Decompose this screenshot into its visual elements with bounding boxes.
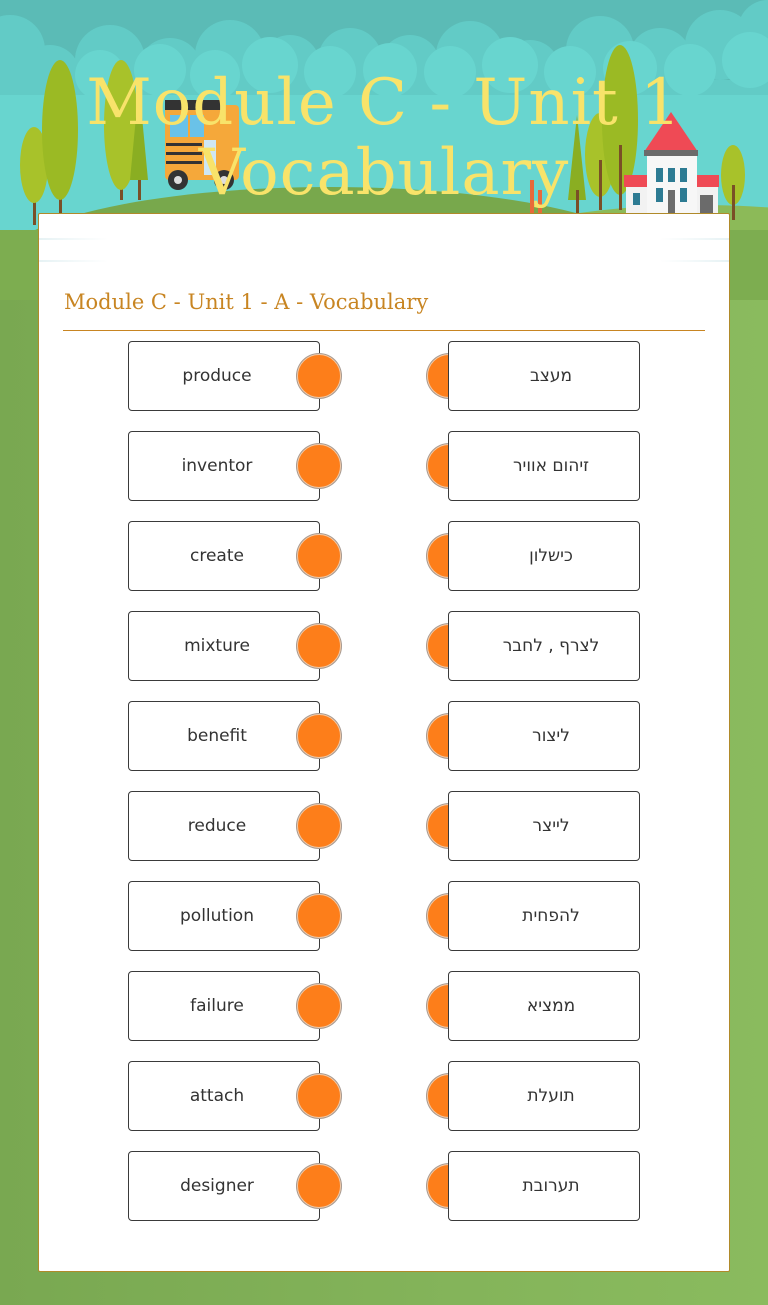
left-term-box[interactable]: inventor <box>128 431 320 501</box>
left-term-label: reduce <box>187 816 247 836</box>
right-term-box[interactable]: כישלון <box>448 521 640 591</box>
right-term-box[interactable]: לייצר <box>448 791 640 861</box>
left-term-label: pollution <box>180 906 254 926</box>
decorative-line <box>39 238 729 240</box>
decorative-line <box>39 260 729 262</box>
left-term-box[interactable]: benefit <box>128 701 320 771</box>
match-row: designer תערובת <box>39 1151 729 1221</box>
match-row: pollution להפחית <box>39 881 729 951</box>
page-title-line-2: Vocabulary <box>198 136 570 210</box>
left-term-box[interactable]: mixture <box>128 611 320 681</box>
match-row: reduce לייצר <box>39 791 729 861</box>
right-term-box[interactable]: ליצור <box>448 701 640 771</box>
right-term-label: זיהום אוויר <box>512 456 590 476</box>
left-term-box[interactable]: pollution <box>128 881 320 951</box>
match-row: failure ממציא <box>39 971 729 1041</box>
left-term-box[interactable]: failure <box>128 971 320 1041</box>
left-connector-dot[interactable] <box>297 984 341 1028</box>
left-term-box[interactable]: designer <box>128 1151 320 1221</box>
page-title-line-1: Module C - Unit 1 <box>86 66 682 140</box>
left-term-box[interactable]: create <box>128 521 320 591</box>
match-row: inventor זיהום אוויר <box>39 431 729 501</box>
left-term-label: inventor <box>181 456 253 476</box>
left-term-label: benefit <box>187 726 247 746</box>
left-term-box[interactable]: produce <box>128 341 320 411</box>
left-connector-dot[interactable] <box>297 804 341 848</box>
left-term-label: mixture <box>184 636 250 656</box>
right-term-label: ליצור <box>532 726 570 746</box>
left-term-label: failure <box>190 996 244 1016</box>
left-connector-dot[interactable] <box>297 624 341 668</box>
left-term-label: produce <box>182 366 252 386</box>
right-term-label: לייצר <box>532 816 570 836</box>
left-term-box[interactable]: reduce <box>128 791 320 861</box>
left-connector-dot[interactable] <box>297 714 341 758</box>
bus-icon <box>165 100 239 190</box>
right-term-box[interactable]: לצרף , לחבר <box>448 611 640 681</box>
right-term-label: מעצב <box>529 366 573 386</box>
page-title: Module C - Unit 1 Vocabulary <box>0 68 768 208</box>
section-title: Module C - Unit 1 - A - Vocabulary <box>64 290 429 314</box>
match-row: mixture לצרף , לחבר <box>39 611 729 681</box>
left-term-label: attach <box>189 1086 245 1106</box>
right-term-label: ממציא <box>526 996 576 1016</box>
right-term-box[interactable]: ממציא <box>448 971 640 1041</box>
left-term-label: designer <box>180 1176 254 1196</box>
match-row: produce מעצב <box>39 341 729 411</box>
right-term-box[interactable]: תועלת <box>448 1061 640 1131</box>
right-term-label: לצרף , לחבר <box>502 636 600 656</box>
left-connector-dot[interactable] <box>297 1164 341 1208</box>
left-connector-dot[interactable] <box>297 534 341 578</box>
left-term-label: create <box>190 546 244 566</box>
match-row: attach תועלת <box>39 1061 729 1131</box>
right-term-label: להפחית <box>522 906 580 926</box>
left-connector-dot[interactable] <box>297 354 341 398</box>
left-connector-dot[interactable] <box>297 894 341 938</box>
right-term-label: תערובת <box>522 1176 580 1196</box>
worksheet-card: Module C - Unit 1 - A - Vocabulary produ… <box>38 213 730 1272</box>
right-term-box[interactable]: זיהום אוויר <box>448 431 640 501</box>
right-term-label: כישלון <box>529 546 573 566</box>
right-term-box[interactable]: תערובת <box>448 1151 640 1221</box>
section-divider <box>63 330 705 331</box>
left-connector-dot[interactable] <box>297 1074 341 1118</box>
left-term-box[interactable]: attach <box>128 1061 320 1131</box>
match-row: benefit ליצור <box>39 701 729 771</box>
right-term-box[interactable]: מעצב <box>448 341 640 411</box>
house-icon <box>624 112 719 215</box>
right-term-label: תועלת <box>527 1086 575 1106</box>
left-connector-dot[interactable] <box>297 444 341 488</box>
right-term-box[interactable]: להפחית <box>448 881 640 951</box>
match-row: create כישלון <box>39 521 729 591</box>
